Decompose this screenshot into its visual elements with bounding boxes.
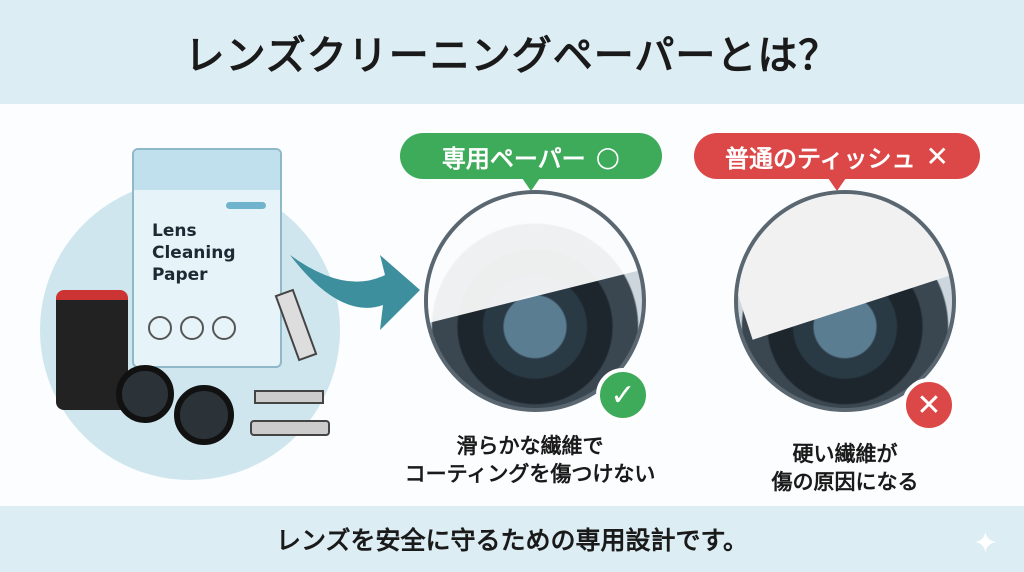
good-caption-line: コーティングを傷つけない bbox=[404, 462, 656, 486]
bad-caption: 硬い繊維が 傷の原因になる bbox=[730, 440, 960, 496]
check-badge-icon: ✓ bbox=[596, 368, 650, 422]
good-label-pill: 専用ペーパー ○ bbox=[400, 133, 662, 191]
footer-band: レンズを安全に守るための専用設計です。 ✦ bbox=[0, 506, 1024, 572]
footer-text: レンズを安全に守るための専用設計です。 bbox=[275, 526, 748, 555]
header-band: レンズクリーニングペーパーとは？ bbox=[0, 0, 1024, 104]
package-label-line: Lens bbox=[152, 221, 197, 241]
bad-label-pill: 普通のティッシュ ✕ bbox=[694, 133, 980, 191]
bad-label: 普通のティッシュ bbox=[724, 144, 916, 173]
good-caption: 滑らかな繊維で コーティングを傷つけない bbox=[380, 432, 680, 488]
good-label: 専用ペーパー bbox=[441, 144, 586, 173]
lens-icon bbox=[148, 316, 172, 340]
package-label-line: Paper bbox=[152, 265, 208, 285]
camera-icon bbox=[180, 316, 204, 340]
lens-with-cleaning-paper bbox=[424, 190, 646, 412]
x-badge-icon: ✕ bbox=[902, 378, 956, 432]
x-mark-icon: ✕ bbox=[925, 139, 950, 173]
page-title: レンズクリーニングペーパーとは？ bbox=[184, 33, 840, 79]
microscope-icon bbox=[212, 316, 236, 340]
arrow-icon bbox=[290, 255, 420, 330]
bad-caption-line: 傷の原因になる bbox=[771, 470, 919, 494]
microscope-icon bbox=[250, 288, 330, 440]
binoculars-icon bbox=[116, 355, 246, 445]
bad-caption-line: 硬い繊維が bbox=[792, 442, 898, 466]
good-caption-line: 滑らかな繊維で bbox=[456, 434, 604, 458]
sparkle-icon: ✦ bbox=[972, 526, 998, 561]
circle-mark-icon: ○ bbox=[595, 139, 621, 173]
lens-with-tissue bbox=[734, 190, 956, 412]
cleaning-paper-package: Lens Cleaning Paper bbox=[132, 148, 282, 368]
package-label-line: Cleaning bbox=[152, 243, 236, 263]
